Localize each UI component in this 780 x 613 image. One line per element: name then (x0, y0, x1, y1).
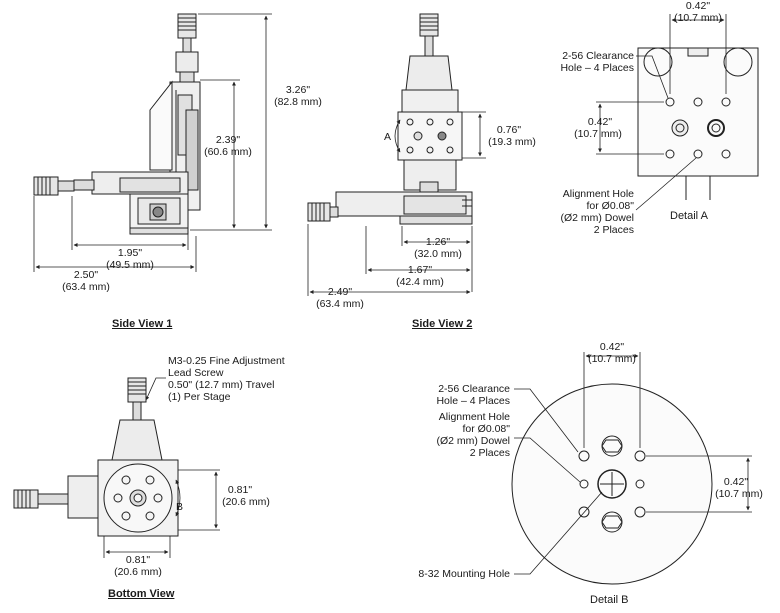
title-detail-b: Detail B (590, 594, 629, 606)
db-spacing-top-mm: (10.7 mm) (588, 353, 636, 365)
bv-height-mm: (20.6 mm) (222, 496, 270, 508)
title-side-view-2: Side View 2 (412, 318, 473, 330)
db-clearance-line1: 2-56 Clearance (438, 383, 510, 395)
sv1-height-stage-mm: (60.6 mm) (204, 146, 252, 158)
db-mounting-hole: 8-32 Mounting Hole (418, 568, 510, 580)
db-align-line2: for Ø0.08" (462, 423, 510, 435)
sv2-w2: 1.67" (407, 264, 433, 276)
sv2-plate-height-mm: (19.3 mm) (488, 136, 536, 148)
bv-width-mm: (20.6 mm) (114, 566, 162, 578)
bv-lead-line4: (1) Per Stage (168, 391, 231, 403)
da-align-line2: for Ø0.08" (586, 200, 634, 212)
db-spacing-right: 0.42" (723, 476, 749, 488)
sv1-height-stage: 2.39" (215, 134, 241, 146)
side-view-1-drawing (33, 13, 201, 235)
sv1-width-base: 1.95" (117, 247, 143, 259)
side-view-2-dimensions (307, 111, 486, 296)
sv2-w1-mm: (32.0 mm) (414, 248, 462, 260)
bv-lead-line3: 0.50" (12.7 mm) Travel (168, 379, 275, 391)
bv-marker-b: B (176, 501, 184, 513)
da-spacing-left-mm: (10.7 mm) (574, 128, 622, 140)
sv1-height-total-mm: (82.8 mm) (274, 96, 322, 108)
detail-b-drawing (511, 383, 713, 585)
da-spacing-top-mm: (10.7 mm) (674, 12, 722, 24)
sv1-width-total-mm: (63.4 mm) (62, 281, 110, 293)
title-detail-a: Detail A (670, 210, 708, 222)
sv2-marker-a: A (384, 131, 392, 143)
da-align-line4: 2 Places (593, 224, 634, 236)
db-align-line4: 2 Places (469, 447, 510, 459)
sv1-width-base-mm: (49.5 mm) (106, 259, 154, 271)
sv1-width-total: 2.50" (73, 269, 99, 281)
sv2-w1: 1.26" (425, 236, 451, 248)
da-clearance-line1: 2-56 Clearance (562, 50, 634, 62)
db-spacing-right-mm: (10.7 mm) (715, 488, 763, 500)
sv2-w2-mm: (42.4 mm) (396, 276, 444, 288)
da-spacing-left: 0.42" (587, 116, 613, 128)
bv-lead-line1: M3-0.25 Fine Adjustment (168, 355, 285, 367)
da-clearance-line2: Hole – 4 Places (560, 62, 634, 74)
detail-a-dimensions (596, 14, 727, 211)
bv-height: 0.81" (227, 484, 253, 496)
title-bottom-view: Bottom View (108, 588, 175, 600)
bottom-view-dimensions (103, 377, 220, 558)
title-side-view-1: Side View 1 (112, 318, 173, 330)
db-align-line3: (Ø2 mm) Dowel (436, 435, 510, 447)
sv2-plate-height: 0.76" (496, 124, 522, 136)
da-align-line1: Alignment Hole (562, 188, 634, 200)
bv-width: 0.81" (125, 554, 151, 566)
detail-b-dimensions (514, 352, 752, 575)
db-spacing-top: 0.42" (599, 341, 625, 353)
bottom-view-drawing (13, 377, 179, 537)
da-align-line3: (Ø2 mm) Dowel (560, 212, 634, 224)
bv-lead-line2: Lead Screw (168, 367, 224, 379)
sv2-w3-mm: (63.4 mm) (316, 298, 364, 310)
sv2-w3: 2.49" (327, 286, 353, 298)
sv1-height-total: 3.26" (285, 84, 311, 96)
db-align-line1: Alignment Hole (438, 411, 510, 423)
side-view-2-drawing (307, 13, 473, 225)
detail-a-drawing (637, 47, 759, 200)
side-view-1-dimensions (33, 13, 272, 272)
db-clearance-line2: Hole – 4 Places (436, 395, 510, 407)
da-spacing-top: 0.42" (685, 0, 711, 12)
